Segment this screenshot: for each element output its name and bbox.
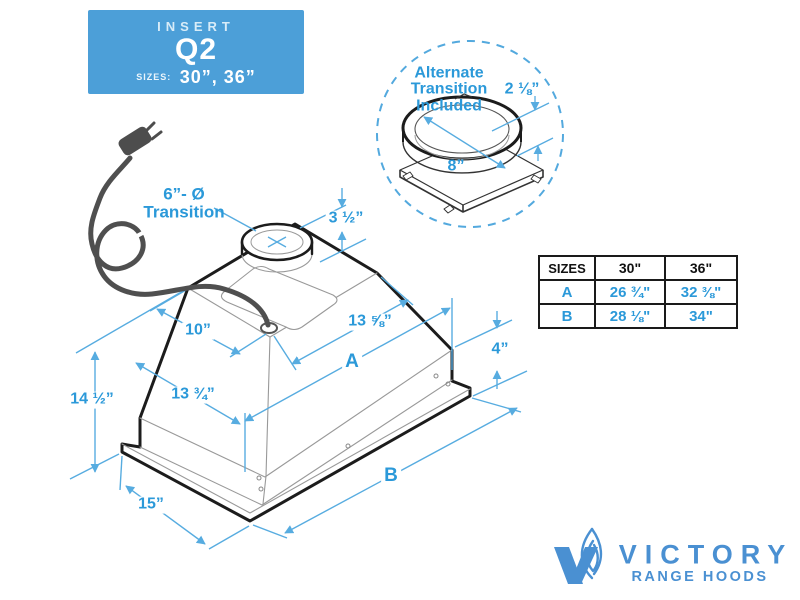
transition-callout: 6”- Ø Transition: [143, 184, 225, 222]
inset-height-dim: 2 ⅛”: [504, 80, 540, 98]
dim-top-depth: 13 ⅝”: [345, 313, 395, 331]
power-plug-icon: [118, 126, 152, 156]
logo-tagline: RANGE HOODS: [631, 569, 769, 585]
dim-collar-height: 3 ½”: [325, 210, 367, 228]
sizes-value: 30”, 36”: [179, 67, 256, 87]
product-header-badge: INSERT Q2 SIZES: 30”, 36”: [88, 10, 304, 94]
product-sizes-line: SIZES: 30”, 36”: [88, 67, 304, 88]
table-header-30: 30": [594, 255, 666, 281]
table-row-label: A: [538, 279, 596, 305]
collar-center-mark: [267, 236, 287, 248]
logo-brand-name: VICTORY: [618, 539, 794, 570]
table-cell: 28 ⅛": [594, 303, 666, 329]
table-row-label: B: [538, 303, 596, 329]
dim-width-a: A: [342, 352, 362, 372]
product-category: INSERT: [157, 19, 235, 34]
dim-base-depth: 15”: [135, 496, 167, 514]
sizes-table: SIZES 30" 36" A 26 ¾" 32 ⅜" B 28 ⅛" 34": [538, 255, 738, 329]
dim-total-height: 14 ½”: [67, 391, 117, 409]
table-row-b: B 28 ⅛" 34": [538, 303, 738, 329]
cable-tie: [135, 227, 152, 238]
power-cord: [88, 121, 271, 328]
table-row-a: A 26 ¾" 32 ⅜": [538, 279, 738, 305]
inset-diameter-dim: 8”: [447, 157, 465, 175]
logo-flame-icon: [554, 527, 603, 584]
plug-prongs: [144, 121, 163, 141]
dim-skirt-height: 4”: [488, 341, 512, 359]
table-cell: 34": [664, 303, 738, 329]
table-header-row: SIZES 30" 36": [538, 255, 738, 281]
dim-length-b: B: [381, 466, 401, 486]
alternate-transition-drawing: [399, 93, 554, 214]
table-header-sizes: SIZES: [538, 255, 596, 281]
alternate-transition-note: Alternate Transition Included: [410, 64, 488, 115]
hood-body-drawing: [120, 222, 472, 523]
product-model: Q2: [174, 33, 218, 66]
inset-diameter-dim-line: [423, 116, 506, 169]
table-cell: 26 ¾": [594, 279, 666, 305]
dim-top-width: 10”: [182, 322, 214, 340]
inset-height-dim-lines: [491, 96, 554, 161]
table-cell: 32 ⅜": [664, 279, 738, 305]
dim-mid-width: 13 ¾”: [168, 386, 218, 404]
dashed-detail-circle: [376, 40, 564, 228]
sizes-label: SIZES:: [136, 72, 172, 82]
hood-silhouette: [120, 222, 472, 523]
transition-leader-line: [213, 207, 257, 232]
table-header-36: 36": [664, 255, 738, 281]
